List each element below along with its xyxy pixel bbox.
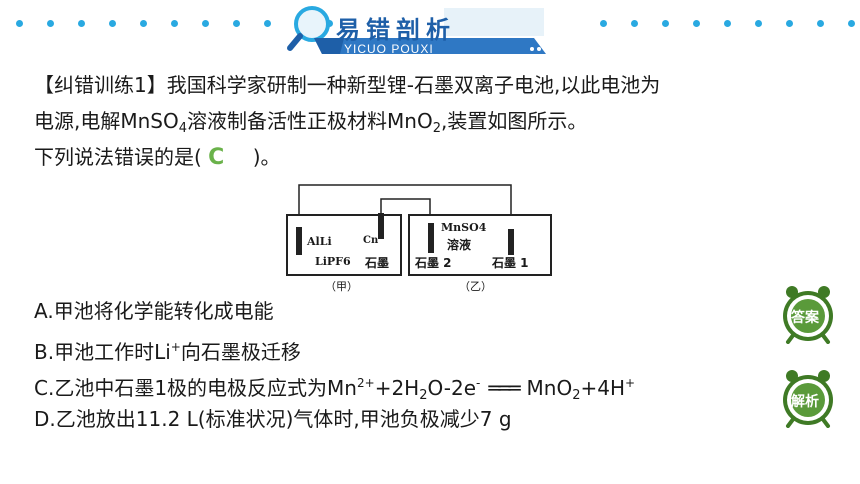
subscript: 2 <box>432 121 441 136</box>
section-banner: 易错剖析 YICUO POUXI <box>284 2 574 60</box>
explanation-button-label: 解析 <box>791 394 819 410</box>
option-b: B.甲池工作时Li+向石墨极迁移 <box>34 330 301 369</box>
banner-subtitle: YICUO POUXI <box>344 42 434 56</box>
answer-button-label: 答案 <box>791 310 819 326</box>
option-d: D.乙池放出11.2 L(标准状况)气体时,甲池负极减少7 g <box>34 402 512 436</box>
reaction-arrow: ═══ <box>488 376 520 400</box>
superscript: + <box>170 340 181 354</box>
option-c: C.乙池中石墨1极的电极反应式为Mn2++2H2O-2e-═══MnO2+4H+ <box>34 366 635 413</box>
superscript: - <box>476 376 481 390</box>
option-a: A.甲池将化学能转化成电能 <box>34 294 274 328</box>
option-text: MnO <box>526 376 573 400</box>
subscript: 4 <box>178 121 188 136</box>
decorative-dots-right <box>600 20 860 27</box>
solution-label-2: 溶液 <box>447 238 472 252</box>
prompt-text: 下列说法错误的是( <box>34 145 202 169</box>
cell-yi-caption: （乙） <box>459 280 492 293</box>
graphite-label: 石墨 <box>365 256 390 270</box>
option-text: C.乙池中石墨1极的电极反应式为Mn <box>34 376 357 400</box>
option-text: A.甲池将化学能转化成电能 <box>34 299 274 323</box>
subscript: 2 <box>572 388 581 403</box>
explanation-button[interactable]: 解析 <box>780 368 836 428</box>
option-text: +4H <box>580 376 626 400</box>
graphite2-label: 石墨 2 <box>415 256 452 270</box>
banner-title: 易错剖析 <box>336 15 456 44</box>
graphite1-label: 石墨 1 <box>492 256 529 270</box>
prompt-text: )。 <box>252 145 281 169</box>
question-prompt: 下列说法错误的是( C )。 <box>34 140 281 175</box>
question-intro: 【纠错训练1】我国科学家研制一种新型锂-石墨双离子电池,以此电池为 <box>34 73 661 97</box>
option-text: B.甲池工作时Li <box>34 340 171 364</box>
question-line-1: 【纠错训练1】我国科学家研制一种新型锂-石墨双离子电池,以此电池为 <box>34 68 660 102</box>
question-text: ,装置如图所示。 <box>440 109 588 133</box>
alarm-clock-icon <box>783 370 833 428</box>
diagram-svg <box>286 184 552 276</box>
question-text: 溶液制备活性正极材料MnO <box>187 109 433 133</box>
alarm-clock-icon <box>783 286 833 344</box>
electrolysis-diagram: AlLi Cn LiPF6 石墨 （甲） MnSO4 溶液 石墨 2 石墨 1 … <box>285 183 555 295</box>
answer-button[interactable]: 答案 <box>780 284 836 344</box>
answer-letter: C <box>208 145 225 170</box>
solution-label-1: MnSO4 <box>441 221 487 234</box>
question-line-2: 电源,电解MnSO4溶液制备活性正极材料MnO2,装置如图所示。 <box>34 104 587 146</box>
cell-jia-caption: （甲） <box>325 280 358 293</box>
electrode-cn-label: Cn <box>363 235 379 246</box>
electrolyte-label: LiPF6 <box>315 255 351 268</box>
option-text: O-2e <box>427 376 477 400</box>
superscript: 2+ <box>356 376 375 390</box>
option-text: 向石墨极迁移 <box>180 340 301 364</box>
option-text: +2H <box>374 376 420 400</box>
superscript: + <box>625 376 636 390</box>
electrode-alli-label: AlLi <box>307 235 332 248</box>
subscript: 2 <box>419 388 428 403</box>
question-text: 电源,电解MnSO <box>34 109 179 133</box>
header-banner: 易错剖析 YICUO POUXI <box>0 0 860 62</box>
option-text: D.乙池放出11.2 L(标准状况)气体时,甲池负极减少7 g <box>34 407 512 431</box>
